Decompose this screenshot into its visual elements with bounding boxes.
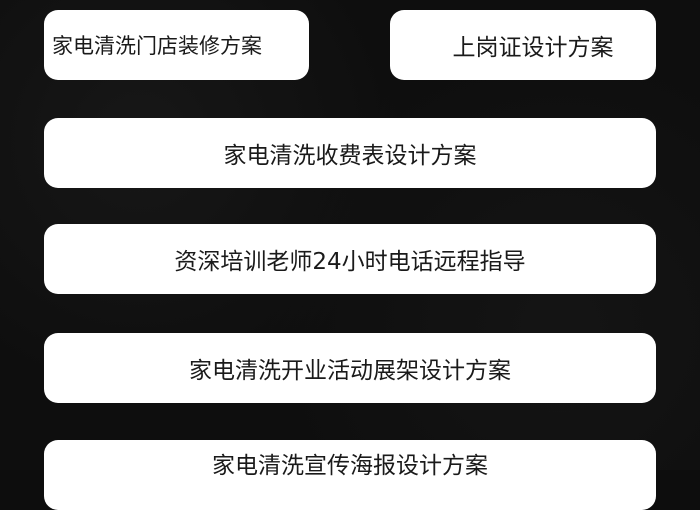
service-item-store-decoration[interactable]: 家电清洗门店装修方案 <box>44 10 309 80</box>
service-item-opening-display-stand[interactable]: 家电清洗开业活动展架设计方案 <box>44 333 656 403</box>
service-item-remote-guidance[interactable]: 资深培训老师24小时电话远程指导 <box>44 224 656 294</box>
service-item-label: 家电清洗宣传海报设计方案 <box>212 453 488 479</box>
service-item-work-permit[interactable]: 上岗证设计方案 <box>390 10 656 80</box>
service-item-label: 家电清洗收费表设计方案 <box>223 143 477 169</box>
service-item-label: 家电清洗门店装修方案 <box>52 34 262 58</box>
service-item-label: 家电清洗开业活动展架设计方案 <box>189 358 511 384</box>
service-item-label: 资深培训老师24小时电话远程指导 <box>174 249 526 275</box>
service-item-price-list[interactable]: 家电清洗收费表设计方案 <box>44 118 656 188</box>
service-item-label: 上岗证设计方案 <box>452 35 614 61</box>
service-item-promo-poster[interactable]: 家电清洗宣传海报设计方案 <box>44 440 656 510</box>
